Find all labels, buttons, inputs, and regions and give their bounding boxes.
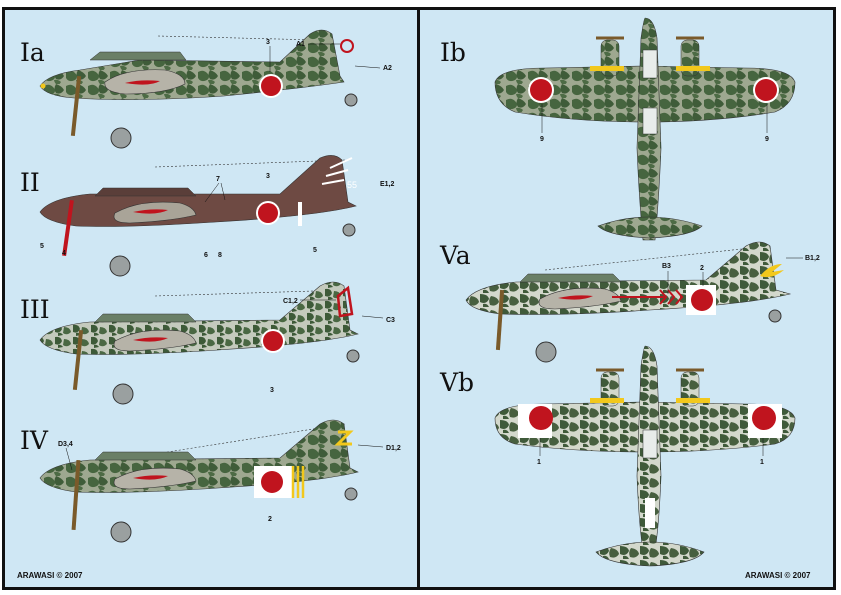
profile-label-iii: III bbox=[20, 295, 50, 324]
callout-ia-a2: A2 bbox=[383, 65, 392, 72]
callout-iii-3: 3 bbox=[270, 387, 274, 394]
callout-iii-c12: C1,2 bbox=[283, 298, 298, 305]
profile-label-iv: IV bbox=[20, 426, 48, 455]
callout-ii-5a: 5 bbox=[40, 243, 44, 250]
callout-ii-3: 3 bbox=[266, 173, 270, 180]
profile-label-ia: Ia bbox=[20, 38, 45, 67]
copyright-left: ARAWASI © 2007 bbox=[17, 571, 83, 580]
aircraft-profile-iv: D3,4 D1,2 2 bbox=[39, 419, 401, 543]
aircraft-topview-vb: 1 1 bbox=[494, 345, 796, 567]
callout-ia-3: 3 bbox=[266, 39, 270, 46]
tail-number-ii: 55 bbox=[347, 180, 357, 190]
callout-ia-a1: A1 bbox=[296, 41, 305, 48]
callout-iii-c3: C3 bbox=[386, 317, 395, 324]
profile-label-ib: Ib bbox=[440, 38, 466, 67]
callout-ib-9b: 9 bbox=[765, 136, 769, 143]
callout-ii-7: 7 bbox=[216, 176, 220, 183]
callout-ii-4: 4 bbox=[62, 250, 66, 257]
callout-vb-1b: 1 bbox=[760, 459, 764, 466]
callout-ii-8: 8 bbox=[218, 252, 222, 259]
callout-va-2: 2 bbox=[700, 265, 704, 272]
aircraft-profile-va: B3 2 B1,2 bbox=[465, 241, 820, 363]
callout-ii-5b: 5 bbox=[313, 247, 317, 254]
callout-va-b12: B1,2 bbox=[805, 255, 820, 262]
aircraft-profile-ia: 3 A1 A2 bbox=[39, 29, 392, 149]
aircraft-profile-ii: 55 7 3 E1,2 5 4 6 8 5 bbox=[39, 155, 395, 277]
copyright-right: ARAWASI © 2007 bbox=[745, 571, 811, 580]
callout-iv-d34: D3,4 bbox=[58, 441, 73, 448]
callout-ii-6: 6 bbox=[204, 252, 208, 259]
callout-ib-9a: 9 bbox=[540, 136, 544, 143]
callout-va-b3: B3 bbox=[662, 263, 671, 270]
profile-label-ii: II bbox=[20, 168, 40, 197]
callout-iv-d12: D1,2 bbox=[386, 445, 401, 452]
callout-iv-2: 2 bbox=[268, 516, 272, 523]
aircraft-profile-iii: C1,2 C3 3 bbox=[39, 281, 395, 405]
aircraft-topview-ib: 9 9 bbox=[494, 17, 796, 241]
profile-label-vb: Vb bbox=[440, 368, 475, 397]
profile-label-va: Va bbox=[440, 241, 471, 270]
callout-ii-e12: E1,2 bbox=[380, 181, 395, 188]
callout-vb-1a: 1 bbox=[537, 459, 541, 466]
